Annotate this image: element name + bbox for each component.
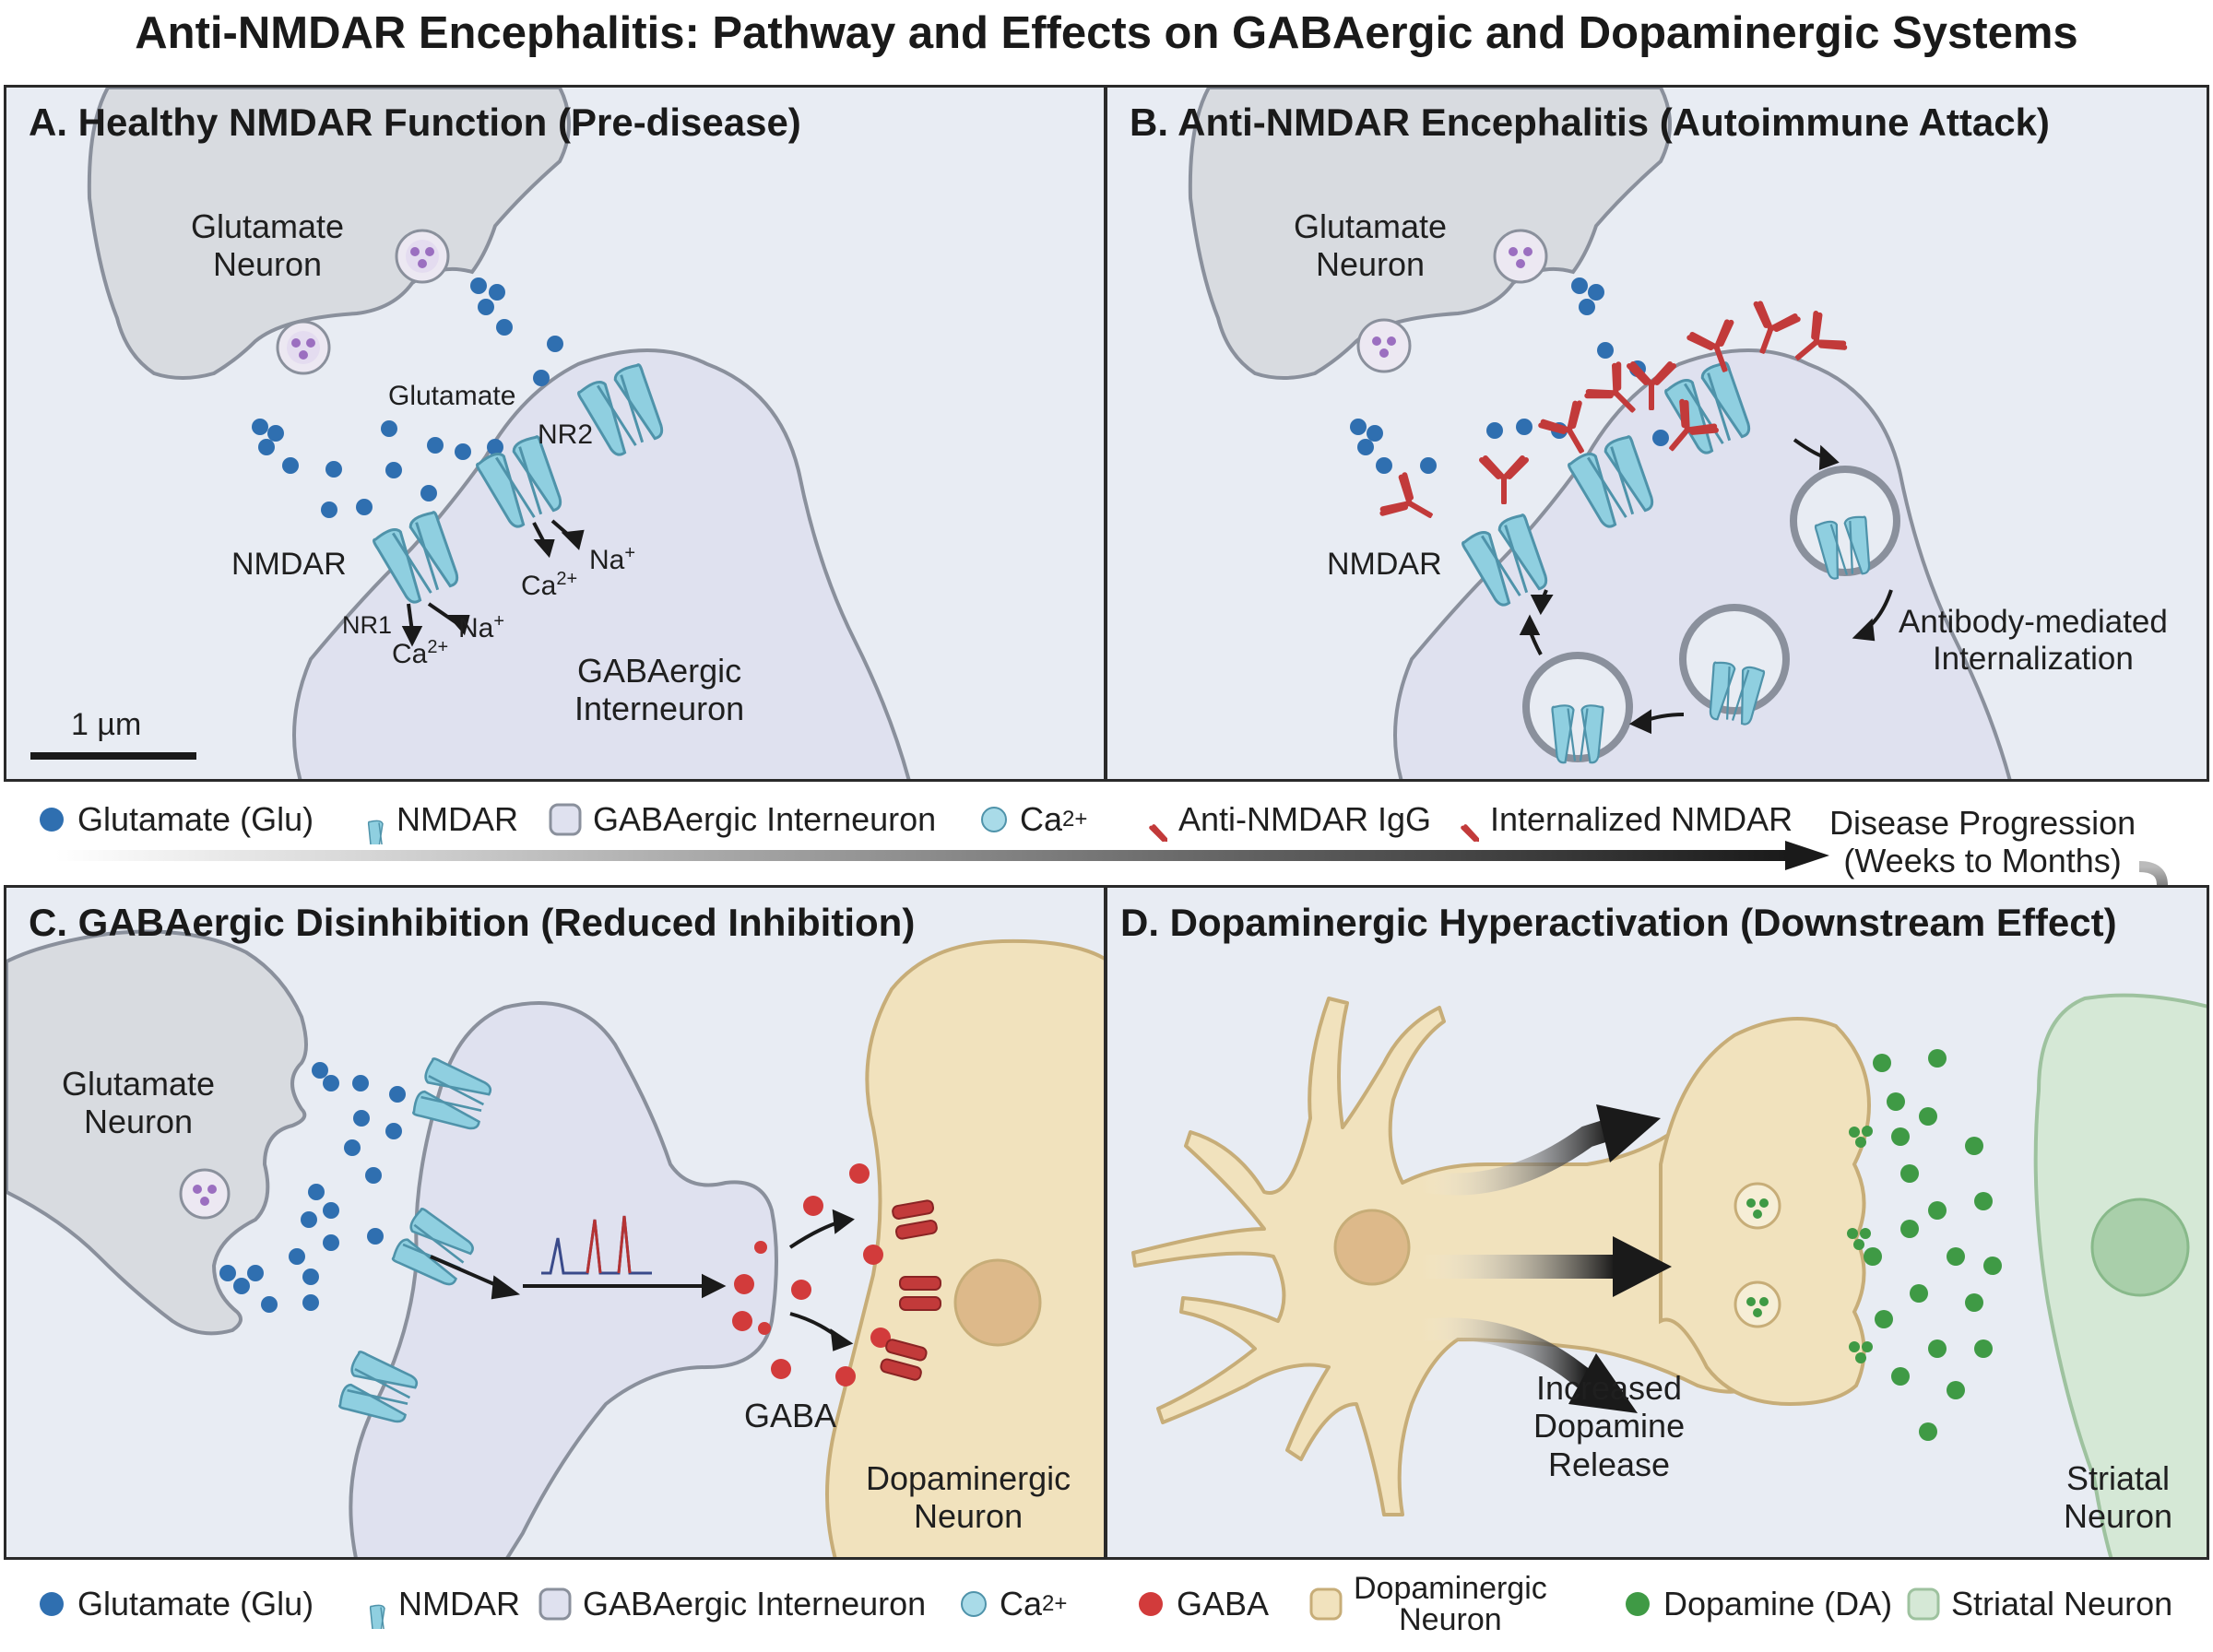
legend-striatal: Striatal Neuron <box>1907 1567 2172 1641</box>
panel-b-title: B. Anti-NMDAR Encephalitis (Autoimmune A… <box>1130 100 2050 144</box>
ca-label-1: Ca2+ <box>392 637 449 669</box>
legend-glutamate: Glutamate (Glu) <box>37 1567 314 1641</box>
ca-dot-icon <box>961 1591 987 1617</box>
panel-a-title: A. Healthy NMDAR Function (Pre-disease) <box>29 100 801 144</box>
legend-gaba-interneuron: GABAergic Interneuron <box>549 783 936 856</box>
panel-a: A. Healthy NMDAR Function (Pre-disease) … <box>4 85 1106 782</box>
gaba-label: GABA <box>744 1397 837 1434</box>
progression-label: Disease Progression(Weeks to Months) <box>1829 804 2136 880</box>
panel-b-illustration <box>1188 88 2012 779</box>
panel-b: B. Anti-NMDAR Encephalitis (Autoimmune A… <box>1105 85 2209 782</box>
dopamine-dot-icon <box>1626 1592 1650 1616</box>
panel-c: C. GABAergic Disinhibition (Reduced Inhi… <box>4 885 1106 1560</box>
interneuron-swatch-icon <box>549 803 582 836</box>
striatal-swatch-icon <box>1907 1587 1940 1621</box>
legend-bottom: Glutamate (Glu) NMDAR GABAergic Interneu… <box>0 1567 2213 1645</box>
main-title: Anti-NMDAR Encephalitis: Pathway and Eff… <box>135 8 2078 58</box>
legend-dopamine: Dopamine (DA) <box>1623 1567 1892 1641</box>
nmdar-label: NMDAR <box>231 547 347 582</box>
legend-top: Glutamate (Glu) NMDAR GABAergic Interneu… <box>0 783 2213 856</box>
legend-internalized: Internalized NMDAR <box>1438 783 1793 856</box>
panel-a-illustration <box>30 88 911 779</box>
ca-label-2: Ca2+ <box>521 569 578 601</box>
panel-c-illustration <box>6 929 1104 1557</box>
gaba-dot-icon <box>1139 1592 1163 1616</box>
glutamate-dot-icon <box>40 1592 64 1616</box>
legend-gaba: GABA <box>1136 1567 1269 1641</box>
panel-c-title: C. GABAergic Disinhibition (Reduced Inhi… <box>29 901 916 944</box>
nr1-label: NR1 <box>342 611 393 639</box>
legend-nmdar: NMDAR <box>349 783 518 856</box>
na-label-2: Na+ <box>589 543 636 575</box>
antibody-icon <box>1438 797 1479 842</box>
legend-gaba-interneuron: GABAergic Interneuron <box>538 1567 926 1641</box>
legend-igg: Anti-NMDAR IgG <box>1127 783 1431 856</box>
dopaminergic-swatch-icon <box>1309 1587 1343 1621</box>
na-label-1: Na+ <box>458 611 505 643</box>
panel-d-illustration <box>1131 993 2207 1557</box>
panel-d-title: D. Dopaminergic Hyperactivation (Downstr… <box>1120 901 2117 944</box>
legend-nmdar: NMDAR <box>350 1567 520 1641</box>
panel-d: D. Dopaminergic Hyperactivation (Downstr… <box>1105 885 2209 1560</box>
antibody-icon <box>1127 797 1167 842</box>
ca-dot-icon <box>981 807 1007 832</box>
nmdar-label: NMDAR <box>1327 547 1442 582</box>
legend-glutamate: Glutamate (Glu) <box>37 783 314 856</box>
interneuron-swatch-icon <box>538 1587 572 1621</box>
nmdar-icon <box>349 795 385 844</box>
scale-bar-label: 1 µm <box>71 707 142 742</box>
glutamate-dot-icon <box>40 808 64 832</box>
glutamate-label: Glutamate <box>388 381 516 411</box>
nmdar-icon <box>350 1579 387 1629</box>
nr2-label: NR2 <box>538 419 594 450</box>
